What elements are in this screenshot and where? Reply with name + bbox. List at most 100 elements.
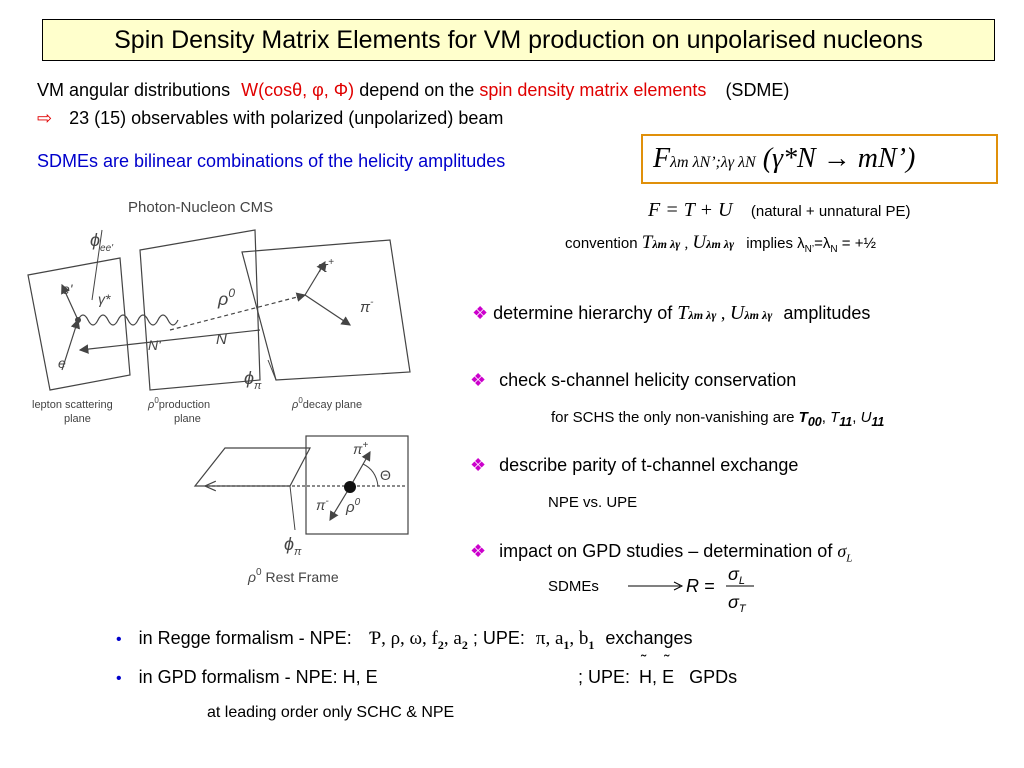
intro-text-a: VM angular distributions [37, 80, 231, 100]
schc-text: check s-channel helicity conservation [499, 370, 797, 390]
bullet-schc: ❖ check s-channel helicity conservation [470, 370, 796, 391]
rest-pi-plus-label: π+ [353, 440, 368, 457]
gpd-text: impact on GPD studies – determination of [499, 541, 833, 561]
gamma-label: γ* [98, 291, 111, 307]
n-line [78, 329, 261, 354]
convention-label: convention [565, 235, 638, 252]
conv-eq-mid: =λ [814, 235, 831, 252]
bullet-hierarchy: ❖ determine hierarchy of Tλm λγ , Uλm λγ… [472, 302, 870, 325]
decay-plane-label: ρ0decay plane [291, 396, 362, 411]
bilinear-note: SDMEs are bilinear combinations of the h… [37, 151, 506, 171]
lepton-plane [27, 257, 131, 391]
vertex-dot [75, 317, 81, 323]
sdme-highlight: spin density matrix elements [479, 80, 707, 100]
e-prime-label: e' [62, 281, 74, 297]
r-formula: R = σL σT [628, 564, 754, 615]
conv-u: U [692, 232, 707, 253]
intro-line-2: ⇨ 23 (15) observables with polarized (un… [37, 108, 503, 129]
pi-minus-label: π- [360, 297, 374, 316]
npe-exchanges: Ƥ, ρ, ω, f2, a2 [368, 628, 468, 652]
gpd-upe-label: ; UPE: [578, 667, 631, 687]
bullet-parity: ❖ describe parity of t-channel exchange [470, 455, 798, 476]
gpds-word: GPDs [689, 667, 738, 687]
intro-line-1: VM angular distributions W(cosθ, φ, Φ) d… [37, 80, 789, 101]
e-line [61, 318, 81, 371]
diamond-icon: ❖ [470, 541, 487, 561]
gpd-upe: ; UPE: ˜H, ˜E GPDs [578, 653, 738, 688]
decomposition-line: F = T + U (natural + unnatural PE) [648, 199, 911, 222]
hierarchy-u: U [729, 302, 745, 324]
sdmes-label: SDMEs [548, 578, 599, 595]
rho-line [169, 292, 307, 331]
formula-f: F [653, 143, 671, 174]
lepton-plane-label-2: plane [64, 413, 91, 425]
hierarchy-t-sub: λm λγ [688, 308, 717, 322]
u11-sub: 11 [871, 415, 885, 429]
diamond-icon: ❖ [472, 303, 489, 323]
production-plane [139, 229, 261, 391]
h-tilde: ˜H [639, 653, 653, 687]
bullet-dot-icon: • [116, 670, 122, 687]
conv-comma: , [684, 236, 689, 252]
rest-vertex-dot [344, 481, 356, 493]
parity-text: describe parity of t-channel exchange [499, 455, 799, 475]
hierarchy-t: T [677, 302, 689, 324]
title-text: Spin Density Matrix Elements for VM prod… [114, 25, 923, 54]
e-tilde: ˜E [662, 653, 675, 687]
rho-label: ρ0 [217, 286, 235, 309]
gpd-sep: , [652, 667, 658, 687]
exchanges-word: exchanges [605, 628, 693, 648]
intro-text-b: depend on the [359, 80, 475, 100]
rest-frame-lepton-plane [193, 447, 311, 487]
conv-tail: = +½ [841, 235, 876, 252]
formula-process: (γ*N → mN’) [762, 143, 916, 174]
rest-frame-label: ρ0 Rest Frame [247, 567, 339, 585]
hierarchy-text: determine hierarchy of [493, 303, 673, 323]
n-prime-label: N' [148, 337, 162, 353]
t11-sub: 11 [839, 415, 853, 429]
decomposition-note: (natural + unnatural PE) [750, 203, 911, 220]
conv-sub-n1: N’ [804, 244, 815, 255]
phi-pi-label: ϕπ [244, 368, 262, 392]
t11: T [830, 409, 840, 426]
formula-subscript: λm λN’;λγ λN [670, 154, 756, 171]
frac-num: σL [728, 564, 745, 587]
hierarchy-u-sub: λm λγ [744, 308, 773, 322]
conv-t-sub: λm λγ [652, 237, 681, 251]
conv-t: T [641, 232, 653, 253]
photon-wave [77, 314, 179, 326]
regge-text: in Regge formalism - NPE: [138, 628, 352, 648]
phi-pi-axis [267, 359, 277, 381]
hierarchy-sep: , [716, 303, 730, 323]
upe-exchanges: π, a1, b1 [535, 628, 595, 652]
rest-pi-minus [329, 486, 351, 522]
u11: U [860, 409, 872, 426]
sdme-abbrev: (SDME) [725, 80, 790, 100]
angular-function: W(cosθ, φ, Φ) [241, 80, 355, 100]
rest-pi-minus-label: π- [316, 496, 329, 513]
theta-arc [362, 463, 379, 487]
hierarchy-tail: amplitudes [783, 303, 871, 323]
rest-frame-square [305, 435, 409, 535]
arrow-icon: ⇨ [37, 108, 53, 128]
gpd-npe: in GPD formalism - NPE: H, E [138, 667, 378, 687]
decay-plane [241, 239, 411, 381]
rest-phi-pi-label: ϕπ [284, 534, 302, 558]
frac-den: σT [728, 592, 747, 615]
conv-implies: implies λ [746, 235, 805, 252]
production-plane-label-1: ρ0production [147, 396, 210, 411]
pi-plus-label: π+ [318, 257, 334, 276]
convention-line: convention Tλm λγ , Uλm λγ implies λN’=λ… [565, 232, 876, 255]
schc-note: for SCHS the only non-vanishing are T00,… [551, 409, 885, 429]
rest-phi-axis [289, 485, 296, 531]
t00: T [798, 409, 808, 426]
phi-ee-axis [91, 229, 103, 301]
diamond-icon: ❖ [470, 370, 487, 390]
decomposition-eq: F = T + U [648, 199, 733, 221]
production-plane-label-2: plane [174, 413, 201, 425]
conv-u-sub: λm λγ [706, 237, 735, 251]
observables-text: 23 (15) observables with polarized (unpo… [69, 108, 504, 128]
rest-pi-plus [349, 450, 371, 488]
page-title: Spin Density Matrix Elements for VM prod… [42, 19, 995, 61]
schc-note-text: for SCHS the only non-vanishing are [551, 409, 795, 426]
